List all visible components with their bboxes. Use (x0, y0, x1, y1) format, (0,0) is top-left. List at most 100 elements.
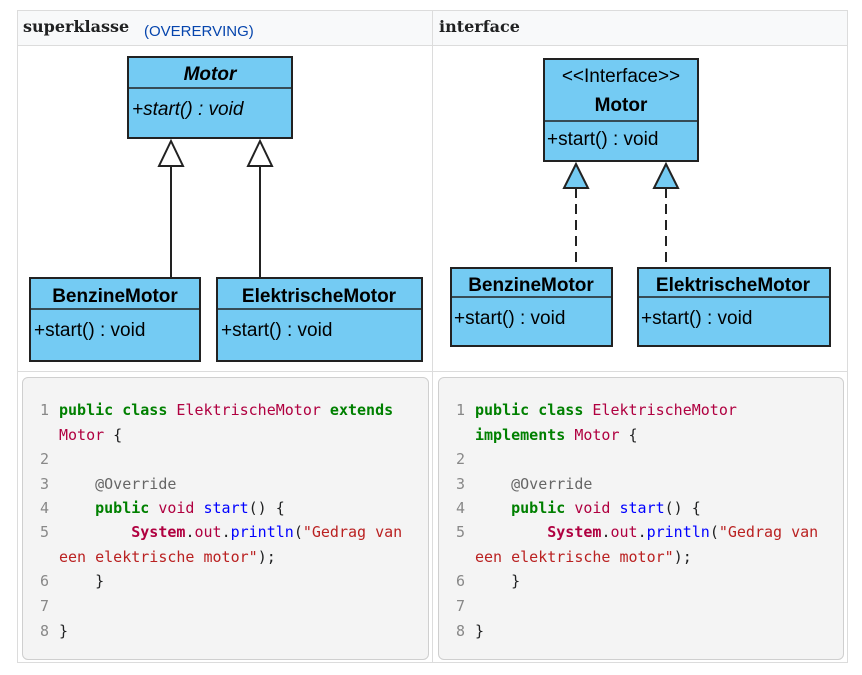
code-line-5-wrap: een elektrische motor"); (475, 548, 692, 566)
code-line-1: public class ElektrischeMotor extends (59, 401, 393, 419)
parens-brace: () { (248, 499, 285, 517)
overerving-link[interactable]: (OVERERVING) (144, 23, 254, 40)
paren: ( (293, 523, 303, 541)
impl-class-method: +start() : void (454, 308, 565, 329)
paren-semicolon: ); (257, 548, 276, 566)
type-void: void (574, 499, 611, 517)
line-number: 1 (40, 401, 50, 419)
brace: { (619, 426, 638, 444)
impl-class-name: ElektrischeMotor (656, 275, 811, 296)
line-number: 6 (456, 572, 466, 590)
annotation-override: @Override (95, 475, 177, 493)
keyword-public: public (511, 499, 575, 517)
impl-class-benzinemotor: BenzineMotor +start() : void (450, 267, 613, 347)
line-number: 3 (40, 475, 50, 493)
row-divider (17, 371, 848, 372)
keyword-extends: extends (320, 401, 394, 419)
dot: . (601, 523, 611, 541)
field-out: out (194, 523, 222, 541)
line-number: 2 (456, 450, 466, 468)
child-class-method: +start() : void (221, 320, 332, 341)
header-superklasse: superklasse (23, 17, 130, 36)
code-line-4: public void start() { (59, 499, 285, 517)
interface-stereotype: <<Interface>> (562, 66, 680, 87)
child-class-benzinemotor: BenzineMotor +start() : void (29, 277, 201, 362)
impl-class-method: +start() : void (641, 308, 752, 329)
space (194, 499, 203, 517)
generalization-arrow-benzine (157, 138, 185, 278)
interface-method: +start() : void (547, 129, 658, 150)
line-number: 8 (456, 622, 466, 640)
inheritance-diagram: Motor +start() : void BenzineMotor +star… (29, 56, 423, 362)
child-class-elektrischemotor: ElektrischeMotor +start() : void (216, 277, 423, 362)
parent-class-motor: Motor +start() : void (127, 56, 293, 139)
code-line-8: } (59, 622, 68, 640)
parens-brace: () { (664, 499, 701, 517)
parent-class-name: Motor (184, 64, 238, 85)
string-literal: "Gedrag van (302, 523, 403, 541)
method-name: start (619, 499, 665, 517)
closing-brace: } (95, 572, 105, 590)
keyword-implements: implements (475, 426, 575, 444)
line-number: 7 (456, 597, 466, 615)
line-number: 1 (456, 401, 466, 419)
line-number: 7 (40, 597, 50, 615)
impl-class-elektrischemotor: ElektrischeMotor +start() : void (637, 267, 831, 347)
code-line-1-wrap: Motor { (59, 426, 122, 444)
code-line-8: } (475, 622, 484, 640)
method-println: println (646, 523, 710, 541)
annotation-override: @Override (511, 475, 593, 493)
system-class: System (547, 523, 602, 541)
closing-brace: } (475, 622, 485, 640)
string-literal: "Gedrag van (718, 523, 819, 541)
space (610, 499, 619, 517)
method-name: start (203, 499, 249, 517)
code-line-4: public void start() { (475, 499, 701, 517)
paren: ( (709, 523, 719, 541)
child-class-name: ElektrischeMotor (242, 286, 397, 307)
code-line-3: @Override (475, 475, 592, 493)
dot: . (637, 523, 647, 541)
line-number: 4 (456, 499, 466, 517)
dot: . (221, 523, 231, 541)
line-number: 5 (456, 523, 466, 541)
line-number: 4 (40, 499, 50, 517)
keyword-public-class: public class (59, 401, 177, 419)
code-line-5: System.out.println("Gedrag van (475, 523, 818, 541)
impl-class-name: BenzineMotor (468, 275, 594, 296)
code-line-3: @Override (59, 475, 176, 493)
child-class-method: +start() : void (34, 320, 145, 341)
code-line-6: } (475, 572, 520, 590)
line-number: 5 (40, 523, 50, 541)
header-interface: interface (439, 17, 520, 36)
code-line-1-wrap: implements Motor { (475, 426, 638, 444)
interface-motor: <<Interface>> Motor +start() : void (543, 58, 699, 162)
type-void: void (158, 499, 195, 517)
code-line-5: System.out.println("Gedrag van (59, 523, 402, 541)
string-literal: een elektrische motor" (59, 548, 258, 566)
dot: . (185, 523, 195, 541)
closing-brace: } (59, 622, 69, 640)
interface-diagram: <<Interface>> Motor +start() : void Benz… (450, 58, 831, 347)
brace: { (104, 426, 123, 444)
closing-brace: } (511, 572, 521, 590)
code-block-superklasse (22, 377, 429, 660)
string-literal: een elektrische motor" (475, 548, 674, 566)
interface-name: Motor (574, 426, 620, 444)
method-println: println (230, 523, 294, 541)
code-line-1: public class ElektrischeMotor (475, 401, 737, 419)
system-class: System (131, 523, 186, 541)
class-name: ElektrischeMotor (592, 401, 737, 419)
realization-arrow-elektrisch (652, 161, 680, 268)
line-number: 3 (456, 475, 466, 493)
keyword-public-class: public class (475, 401, 593, 419)
child-class-name: BenzineMotor (52, 286, 178, 307)
interface-name: Motor (595, 95, 648, 116)
class-name: ElektrischeMotor (176, 401, 321, 419)
header-divider (17, 45, 848, 46)
paren-semicolon: ); (673, 548, 692, 566)
realization-arrow-benzine (562, 161, 590, 268)
code-line-5-wrap: een elektrische motor"); (59, 548, 276, 566)
keyword-public: public (95, 499, 159, 517)
field-out: out (610, 523, 638, 541)
